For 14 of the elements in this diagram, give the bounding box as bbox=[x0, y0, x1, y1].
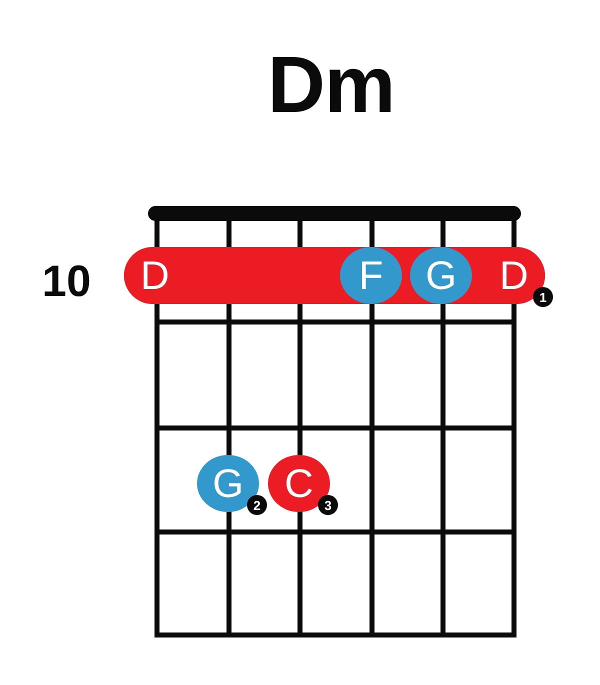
note-name: G bbox=[212, 464, 244, 504]
finger-number: 1 bbox=[539, 290, 547, 304]
note-name: D bbox=[140, 256, 170, 296]
finger-number: 3 bbox=[324, 498, 332, 512]
finger-badge bbox=[533, 287, 553, 307]
note-name: G bbox=[425, 256, 457, 296]
note-name: D bbox=[500, 256, 528, 296]
finger-number: 2 bbox=[253, 498, 261, 512]
fret-number: 10 bbox=[42, 260, 91, 304]
finger-badge bbox=[247, 495, 267, 515]
finger-badge bbox=[318, 495, 338, 515]
chord-title: Dm bbox=[268, 45, 394, 125]
note-name: F bbox=[358, 256, 384, 296]
note-name: C bbox=[284, 464, 314, 504]
